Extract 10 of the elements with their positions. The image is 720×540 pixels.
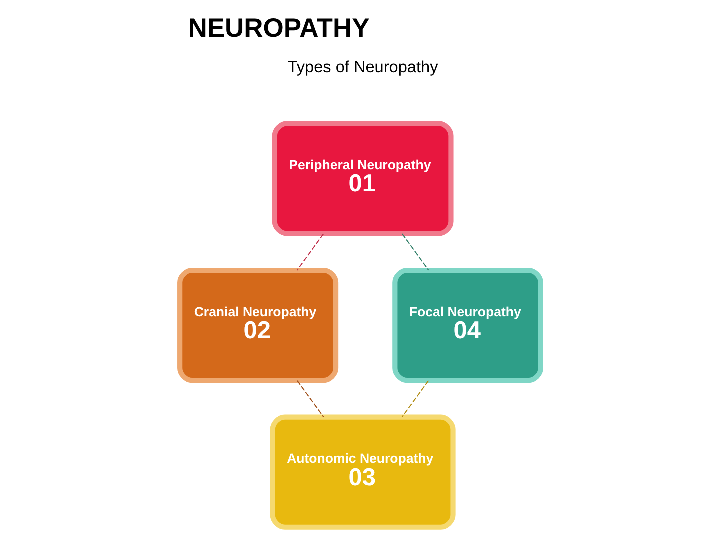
diagram-title: NEUROPATHY xyxy=(188,12,370,43)
connector xyxy=(401,380,429,418)
connector xyxy=(296,380,324,418)
node-box: Autonomic Neuropathy 03 xyxy=(270,414,456,530)
node-box: Cranial Neuropathy 02 xyxy=(177,268,338,384)
connector xyxy=(402,234,429,271)
connector xyxy=(296,234,324,271)
node-box: Peripheral Neuropathy 01 xyxy=(272,121,454,236)
node-box: Focal Neuropathy 04 xyxy=(392,268,543,384)
label: Types of Neuropathy xyxy=(287,58,438,77)
